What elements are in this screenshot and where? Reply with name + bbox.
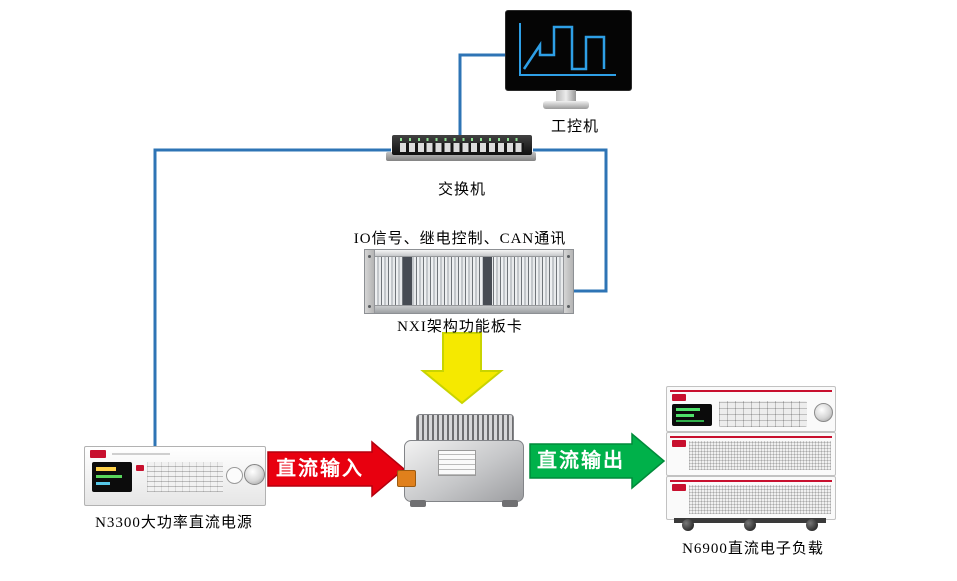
industrial-pc-label: 工控机 [550,119,599,135]
nxi-rack-ear-right [563,250,573,313]
display-readout [676,408,700,411]
power-supply-logo [90,450,106,458]
power-supply-button [136,465,144,471]
power-supply-connector [226,467,243,484]
nxi-module [483,257,492,305]
display-readout [96,467,116,471]
wire-pc-to-switch [458,53,505,137]
dc-power-supply [84,446,266,506]
wire-switch-to-nxi-rack [533,148,608,293]
dut-name-plate [438,450,476,476]
power-supply-keypad [147,462,223,492]
monitor-stand-base [543,101,589,109]
network-switch-label: 交换机 [437,182,486,198]
nxi-bottom-rail [374,305,564,313]
power-supply-knob [244,464,265,485]
caster-wheel [682,519,694,531]
load-keypad [719,401,807,427]
dc-output-arrow-label: 直流输出 [537,450,625,472]
load-display [672,404,712,426]
monitor-stand-neck [556,90,576,102]
dut-heatsink-fins [416,414,514,444]
caster-wheel [806,519,818,531]
load-vent-mesh [689,441,831,470]
switch-led-row [400,138,524,141]
display-readout [676,420,704,422]
display-readout [676,414,694,417]
accent-line [670,480,832,482]
dut-mounting-foot [410,500,426,507]
display-readout [96,482,110,485]
load-logo [672,484,686,491]
arrow-dc-output [529,432,666,490]
dc-electronic-load [666,386,836,532]
nxi-module [403,257,412,305]
load-unit-middle [666,432,836,476]
nxi-rack-ear-left [365,250,375,313]
monitor-chart-icon [519,23,616,76]
power-supply-model-strip [112,453,170,455]
arrow-dc-input [267,440,406,498]
arrow-control-down [420,332,504,405]
load-unit-top [666,386,836,432]
io-bus-label: IO信号、继电控制、CAN通讯 [353,231,567,247]
load-logo [672,440,686,447]
network-switch [392,135,532,155]
dc-power-supply-label: N3300大功率直流电源 [95,515,253,531]
dut-orange-connector [397,470,416,487]
power-supply-display [92,462,132,492]
switch-port-row [400,143,524,152]
accent-line [670,436,832,438]
load-knob [814,403,833,422]
dc-load-label: N6900直流电子负载 [682,541,824,557]
display-readout [96,475,122,478]
nxi-rack [364,249,574,314]
accent-line [670,390,832,392]
dc-input-arrow-label: 直流输入 [276,458,364,480]
caster-wheel [744,519,756,531]
device-under-test [397,414,524,510]
load-vent-mesh [689,485,831,514]
load-unit-bottom [666,476,836,520]
nxi-rack-label: NXI架构功能板卡 [397,319,523,335]
nxi-top-rail [374,250,564,257]
dut-mounting-foot [502,500,518,507]
load-logo [672,394,686,401]
industrial-pc-monitor [505,10,632,91]
wire-switch-to-power-supply [153,148,391,447]
switch-base [386,152,536,161]
